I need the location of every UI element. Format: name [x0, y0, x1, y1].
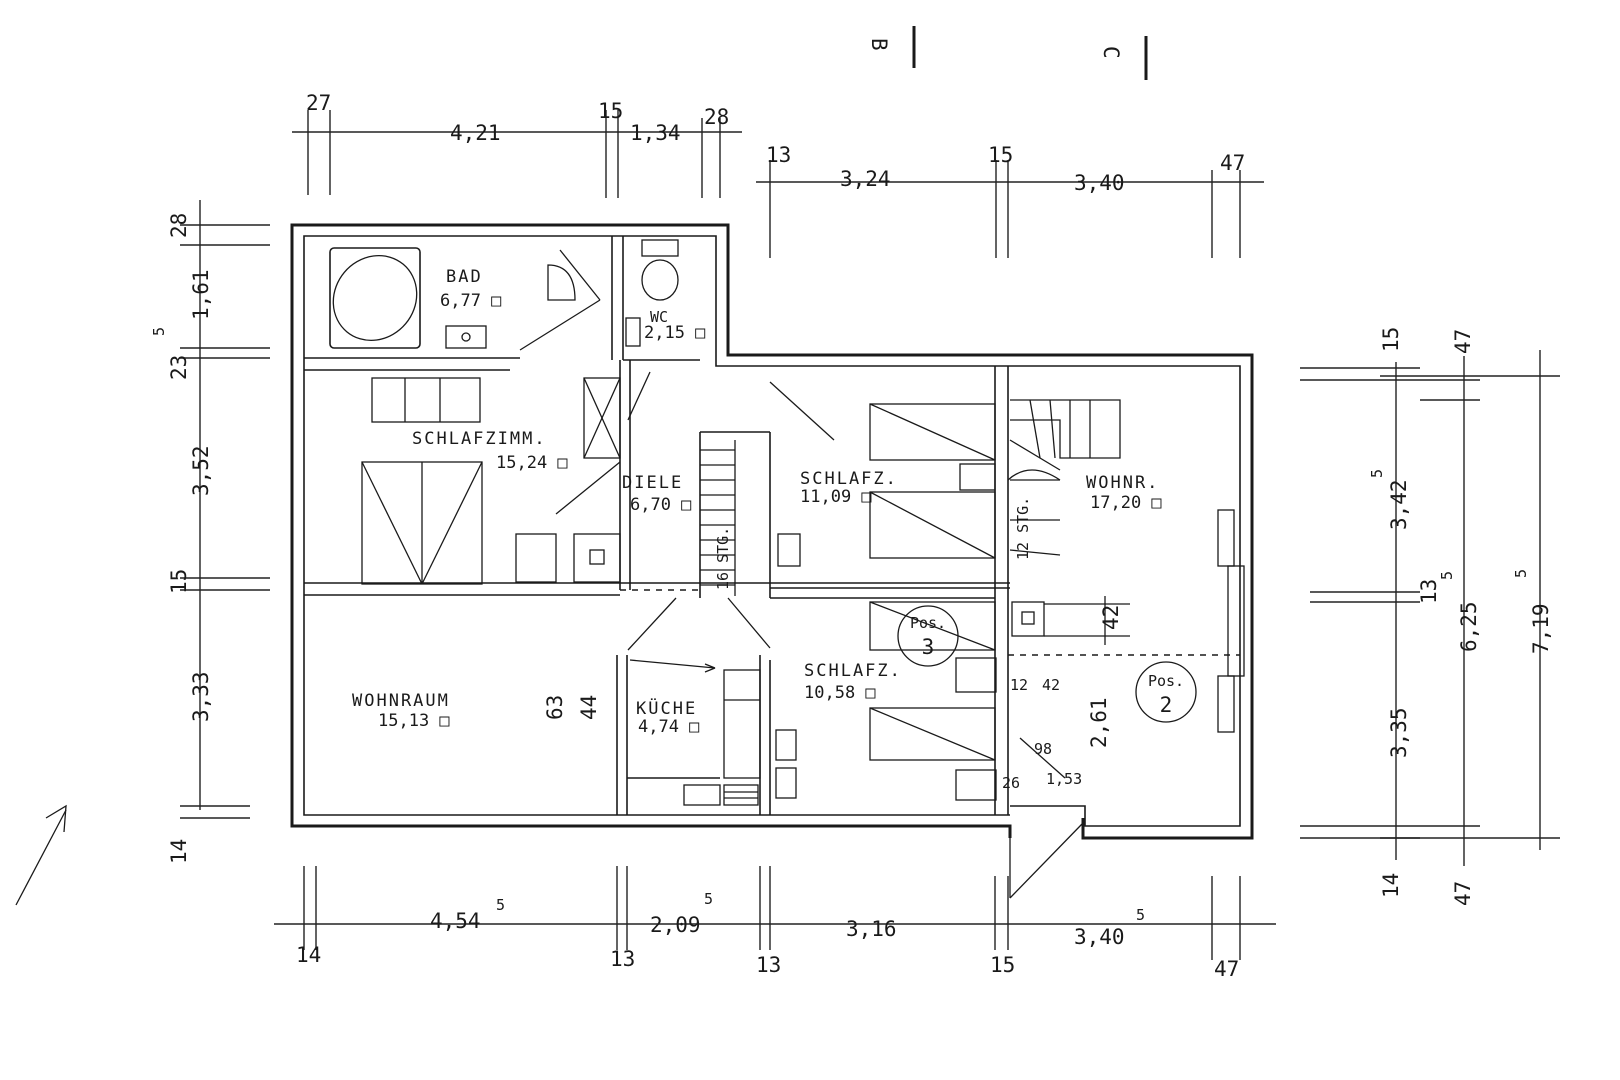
dim-bottom-6: 5	[1136, 906, 1145, 924]
dim-top2-1: 3,24	[840, 167, 891, 191]
room-area-schlafz-2: 10,58 □	[804, 683, 876, 703]
position-2: Pos. 2	[1135, 661, 1197, 723]
room-area-kueche: 4,74 □	[638, 717, 700, 737]
dim-top2-4: 47	[1220, 151, 1245, 175]
dim-top1-0: 27	[306, 91, 331, 115]
dim-right-inner-1: 3,42	[1387, 479, 1411, 530]
dim-right-outer-0: 7,19	[1529, 603, 1553, 654]
dim-right-mid-2: 5	[1438, 571, 1456, 580]
dim-interior-1: 44	[577, 695, 601, 720]
room-area-wohnr: 17,20 □	[1090, 493, 1162, 513]
dim-interior-2: 42	[1099, 605, 1123, 630]
pos-label: Pos.	[910, 614, 946, 632]
room-name-bad: BAD	[446, 267, 483, 287]
dim-top2-3: 3,40	[1074, 171, 1125, 195]
dim-top1-4: 28	[704, 105, 729, 129]
dim-bottom-3: 5	[704, 890, 713, 908]
dim-left-4: 3,52	[189, 445, 213, 496]
dim-left-3: 23	[167, 355, 191, 380]
dim-left-0: 28	[167, 213, 191, 238]
dim-interior-7: 1,53	[1046, 770, 1082, 788]
dim-left-2: 5	[150, 327, 168, 336]
room-name-schlafz-1: SCHLAFZ.	[800, 469, 898, 489]
dim-interior-6: 98	[1034, 740, 1052, 758]
dim-interior-5: 2,61	[1087, 697, 1111, 748]
dim-top1-2: 15	[598, 99, 623, 123]
dim-interior-8: 26	[1002, 774, 1020, 792]
dim-top1-3: 1,34	[630, 121, 681, 145]
room-area-schlafzimm: 15,24 □	[496, 453, 568, 473]
room-area-wohnraum: 15,13 □	[378, 711, 450, 731]
dim-left-7: 14	[167, 839, 191, 864]
dim-right-mid-1: 6,25	[1457, 601, 1481, 652]
dim-right-inner-3: 13	[1417, 579, 1441, 604]
room-area-bad: 6,77 □	[440, 291, 502, 311]
dim-right-inner-5: 14	[1379, 873, 1403, 898]
outer-walls	[290, 223, 1254, 840]
room-labels: BAD 6,77 □ WC 2,15 □ SCHLAFZIMM. 15,24 □…	[352, 267, 1162, 737]
dim-left-5: 15	[167, 569, 191, 594]
room-name-schlafzimm: SCHLAFZIMM.	[412, 429, 547, 449]
room-area-wc: 2,15 □	[644, 323, 706, 343]
dim-bottom-0: 4,54	[430, 909, 481, 933]
dimension-lines	[180, 110, 1560, 960]
room-area-diele: 6,70 □	[630, 495, 692, 515]
position-3: Pos. 3	[897, 605, 959, 667]
dim-bottom-small-1: 13	[610, 947, 635, 971]
pos-number: 3	[922, 635, 935, 659]
axis-label-b: B	[867, 38, 891, 51]
dim-bottom-5: 3,40	[1074, 925, 1125, 949]
dim-bottom-small-2: 13	[756, 953, 781, 977]
stair-label-right: 12 STG.	[1014, 497, 1032, 560]
room-name-wohnr: WOHNR.	[1086, 473, 1159, 493]
room-name-kueche: KÜCHE	[636, 697, 697, 719]
dim-bottom-small-3: 15	[990, 953, 1015, 977]
dim-right-mid-0: 47	[1451, 329, 1475, 354]
dim-left-1: 1,61	[189, 269, 213, 320]
room-area-schlafz-1: 11,09 □	[800, 487, 872, 507]
dim-top2-0: 13	[766, 143, 791, 167]
room-name-schlafz-2: SCHLAFZ.	[804, 661, 902, 681]
dim-bottom-4: 3,16	[846, 917, 897, 941]
stair-right	[1007, 399, 1121, 556]
dim-right-inner-0: 15	[1379, 327, 1403, 352]
dim-top1-1: 4,21	[450, 121, 501, 145]
dimension-texts: 27 4,21 15 1,34 28 13 3,24 15 3,40 47 28…	[150, 91, 1553, 981]
dim-left-6: 3,33	[189, 671, 213, 722]
dim-bottom-1: 5	[496, 896, 505, 914]
room-name-wc: WC	[650, 308, 668, 326]
dim-right-inner-2: 5	[1368, 469, 1386, 478]
axis-label-c: C	[1099, 46, 1123, 59]
pos-label: Pos.	[1148, 672, 1184, 690]
dim-bottom-small-4: 47	[1214, 957, 1239, 981]
dim-bottom-small-0: 14	[296, 943, 321, 967]
dim-interior-0: 63	[543, 695, 567, 720]
dim-right-mid-3: 47	[1451, 881, 1475, 906]
pos-number: 2	[1160, 693, 1173, 717]
dim-interior-3: 12	[1010, 676, 1028, 694]
stair-left	[700, 440, 801, 596]
dim-right-inner-4: 3,35	[1387, 707, 1411, 758]
dim-top2-2: 15	[988, 143, 1013, 167]
dim-right-outer-1: 5	[1512, 569, 1530, 578]
dim-bottom-2: 2,09	[650, 913, 701, 937]
fixtures	[15, 239, 1245, 906]
axis-marks: B C	[867, 26, 1148, 80]
dim-interior-4: 42	[1042, 676, 1060, 694]
stair-label-left: 16 STG.	[714, 527, 732, 590]
room-name-wohnraum: WOHNRAUM	[352, 691, 450, 711]
room-name-diele: DIELE	[622, 473, 683, 493]
